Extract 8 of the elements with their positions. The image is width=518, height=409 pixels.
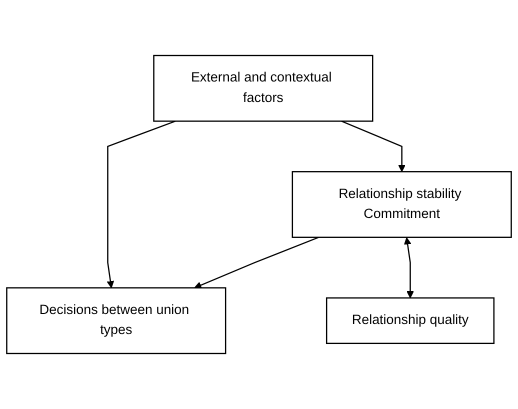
node-box: Relationship stability Commitment	[292, 171, 512, 238]
arrow	[106, 120, 176, 288]
arrow	[341, 120, 406, 172]
arrow	[404, 237, 414, 298]
node-box: External and contextual factors	[153, 54, 374, 122]
node-box: Relationship quality	[326, 297, 495, 344]
node-box: Decisions between union types	[6, 287, 226, 354]
arrow	[194, 236, 319, 289]
